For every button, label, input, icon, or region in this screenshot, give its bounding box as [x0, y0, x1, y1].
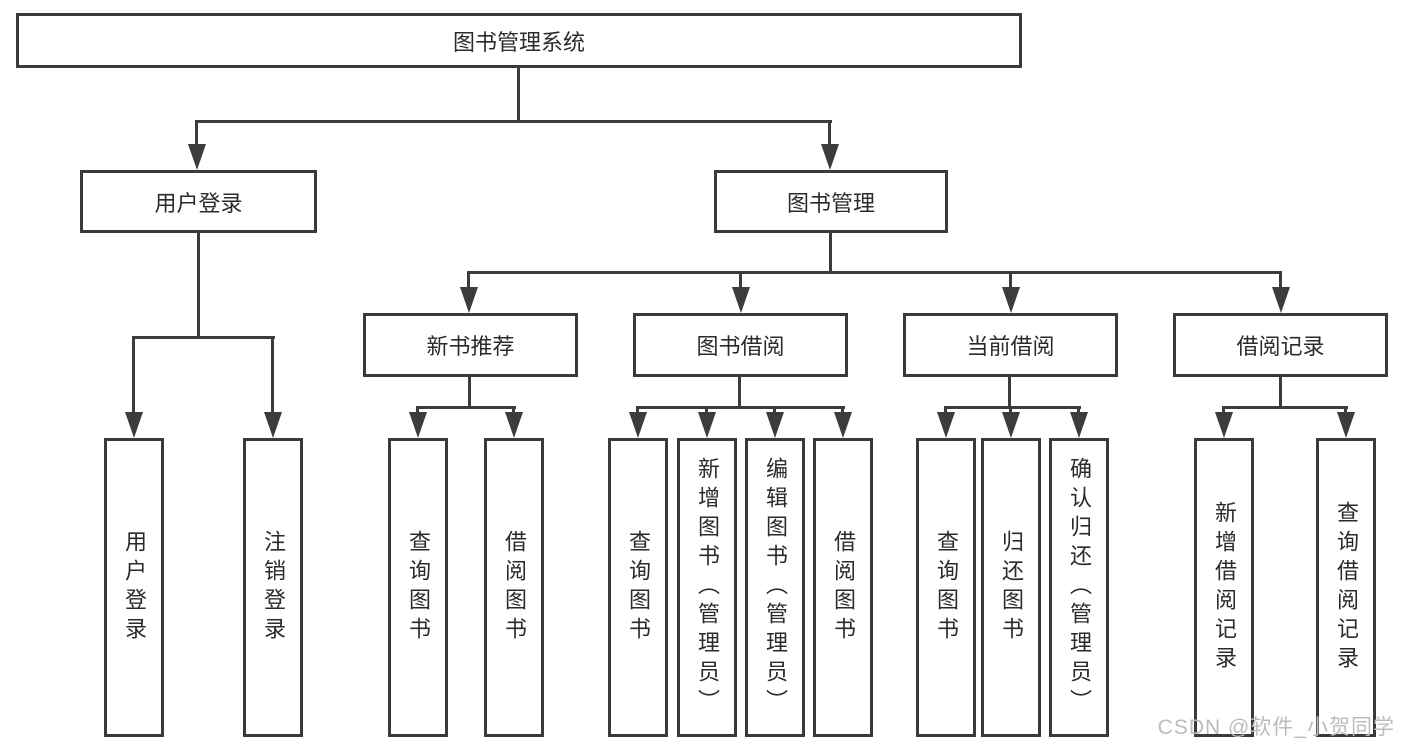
leaf-new-book-borrow-label: 借阅图书: [502, 529, 527, 646]
arrowhead-down-icon: [937, 412, 955, 438]
node-borrow-records-label: 借阅记录: [1236, 334, 1325, 359]
connector-drop-line: [1077, 406, 1080, 415]
arrowhead-down-icon: [834, 412, 852, 438]
arrowhead-down-icon: [505, 412, 523, 438]
connector-drop-line: [944, 406, 947, 415]
connector-drop-line: [271, 336, 274, 414]
connector-current-bus: [945, 406, 1081, 409]
node-user-login-label: 用户登录: [154, 190, 243, 216]
connector-user-login-bus: [133, 336, 275, 339]
connector-root-trunk: [517, 68, 520, 122]
connector-record-trunk: [1279, 377, 1282, 408]
connector-drop-line: [195, 120, 198, 146]
leaf-record-add-label: 新增借阅记录: [1212, 500, 1237, 675]
arrowhead-down-icon: [732, 287, 750, 313]
node-new-book-recommend: 新书推荐: [363, 313, 578, 377]
connector-drop-line: [841, 406, 844, 415]
node-book-management: 图书管理: [714, 170, 948, 233]
node-book-borrow: 图书借阅: [633, 313, 848, 377]
arrowhead-down-icon: [1002, 287, 1020, 313]
connector-new-book-trunk: [468, 377, 471, 408]
connector-drop-line: [636, 406, 639, 415]
leaf-new-book-query: 查询图书: [388, 438, 448, 737]
connector-drop-line: [132, 336, 135, 414]
leaf-current-confirm-admin: 确认归还（管理员）: [1049, 438, 1109, 737]
connector-drop-line: [1279, 271, 1282, 289]
leaf-record-query: 查询借阅记录: [1316, 438, 1376, 737]
leaf-borrow-query-label: 查询图书: [626, 529, 651, 646]
node-current-borrow: 当前借阅: [903, 313, 1118, 377]
connector-drop-line: [512, 406, 515, 415]
node-borrow-records: 借阅记录: [1173, 313, 1388, 377]
leaf-new-book-borrow: 借阅图书: [484, 438, 544, 737]
connector-drop-line: [1222, 406, 1225, 415]
arrowhead-down-icon: [629, 412, 647, 438]
leaf-current-return: 归还图书: [981, 438, 1041, 737]
node-root-label: 图书管理系统: [452, 29, 585, 55]
node-book-borrow-label: 图书借阅: [696, 334, 785, 359]
leaf-current-confirm-admin-label: 确认归还（管理员）: [1067, 457, 1092, 718]
node-current-borrow-label: 当前借阅: [966, 334, 1055, 359]
leaf-current-return-label: 归还图书: [999, 529, 1024, 646]
node-user-login: 用户登录: [80, 170, 317, 233]
leaf-record-add: 新增借阅记录: [1194, 438, 1254, 737]
connector-drop-line: [416, 406, 419, 415]
connector-level1-bus: [196, 120, 832, 123]
arrowhead-down-icon: [1215, 412, 1233, 438]
arrowhead-down-icon: [698, 412, 716, 438]
connector-drop-line: [1009, 406, 1012, 415]
arrowhead-down-icon: [125, 412, 143, 438]
arrowhead-down-icon: [460, 287, 478, 313]
arrowhead-down-icon: [821, 144, 839, 170]
arrowhead-down-icon: [1272, 287, 1290, 313]
leaf-user-login-label: 用户登录: [122, 529, 147, 646]
node-root: 图书管理系统: [16, 13, 1022, 68]
arrowhead-down-icon: [1070, 412, 1088, 438]
leaf-user-login: 用户登录: [104, 438, 164, 737]
leaf-record-query-label: 查询借阅记录: [1334, 500, 1359, 675]
connector-drop-line: [467, 271, 470, 289]
connector-drop-line: [739, 271, 742, 289]
connector-level3-bus: [468, 271, 1282, 274]
leaf-borrow-add-admin-label: 新增图书（管理员）: [695, 457, 720, 718]
leaf-current-query-label: 查询图书: [934, 529, 959, 646]
leaf-logout-label: 注销登录: [261, 529, 286, 646]
node-book-management-label: 图书管理: [786, 190, 875, 216]
connector-drop-line: [828, 120, 831, 146]
leaf-current-query: 查询图书: [916, 438, 976, 737]
leaf-borrow-query: 查询图书: [608, 438, 668, 737]
connector-user-login-trunk: [197, 233, 200, 338]
arrowhead-down-icon: [264, 412, 282, 438]
connector-drop-line: [1344, 406, 1347, 415]
leaf-borrow-book-label: 借阅图书: [831, 529, 856, 646]
leaf-borrow-edit-admin-label: 编辑图书（管理员）: [763, 457, 788, 718]
leaf-borrow-edit-admin: 编辑图书（管理员）: [745, 438, 805, 737]
connector-borrow-trunk: [738, 377, 741, 408]
node-new-book-recommend-label: 新书推荐: [426, 334, 515, 359]
arrowhead-down-icon: [1337, 412, 1355, 438]
arrowhead-down-icon: [188, 144, 206, 170]
leaf-new-book-query-label: 查询图书: [406, 529, 431, 646]
arrowhead-down-icon: [409, 412, 427, 438]
connector-drop-line: [705, 406, 708, 415]
arrowhead-down-icon: [1002, 412, 1020, 438]
connector-book-mgmt-trunk: [829, 233, 832, 273]
leaf-borrow-add-admin: 新增图书（管理员）: [677, 438, 737, 737]
leaf-borrow-book: 借阅图书: [813, 438, 873, 737]
connector-current-trunk: [1008, 377, 1011, 408]
connector-drop-line: [773, 406, 776, 415]
leaf-logout: 注销登录: [243, 438, 303, 737]
connector-drop-line: [1009, 271, 1012, 289]
arrowhead-down-icon: [766, 412, 784, 438]
connector-record-bus: [1223, 406, 1348, 409]
connector-new-book-bus: [417, 406, 516, 409]
connector-borrow-bus: [637, 406, 845, 409]
